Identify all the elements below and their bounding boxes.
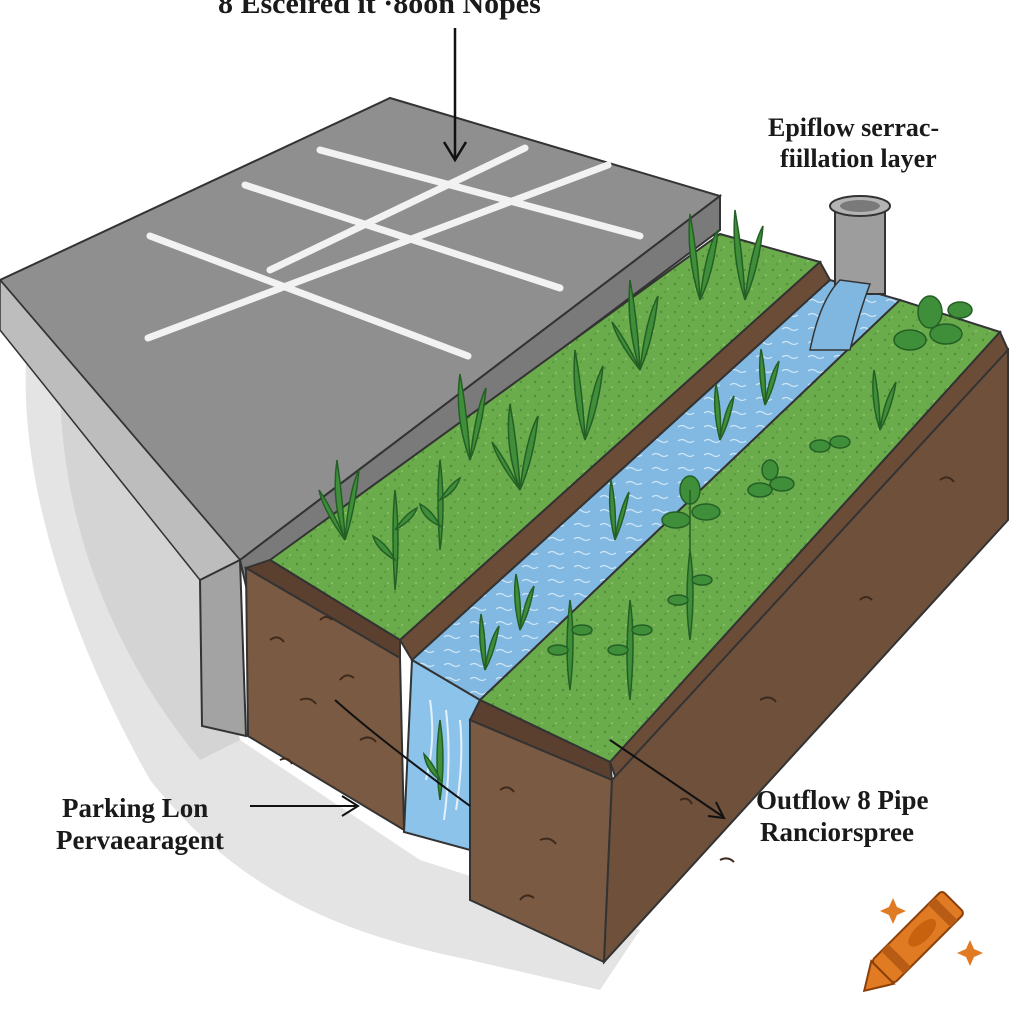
soil-marks-left	[269, 616, 377, 765]
plant	[547, 599, 593, 691]
soil-marks-right	[499, 476, 955, 901]
plant	[608, 479, 630, 541]
plant	[611, 279, 659, 371]
plant	[809, 435, 851, 453]
plant	[419, 459, 462, 551]
plant	[713, 383, 735, 441]
plant	[371, 489, 419, 591]
plant	[733, 209, 764, 301]
right-soil-wall-side	[602, 347, 1009, 965]
parking-lot	[0, 28, 723, 738]
outflow-pipe-label: Outflow 8 Pipe Ranciorspree	[756, 785, 929, 848]
plant	[457, 373, 487, 461]
plant	[607, 599, 653, 701]
plant	[893, 295, 973, 351]
plant	[318, 459, 360, 541]
crayon-icon	[862, 891, 964, 993]
plant	[688, 213, 719, 301]
left-planter	[243, 232, 832, 832]
plant	[422, 719, 444, 801]
plant	[513, 573, 535, 631]
epiflow-label: Epiflow serrac- fiillation layer	[768, 113, 940, 174]
parking-stripes	[144, 144, 644, 360]
plants	[318, 209, 973, 801]
plant	[478, 613, 500, 671]
plant	[667, 549, 713, 641]
parking-lot-label: Parking Lon Pervaearagent	[56, 793, 224, 856]
pipe-outflow-water	[809, 279, 872, 351]
plant	[661, 475, 721, 550]
plant	[747, 459, 795, 498]
sparkle-icon	[880, 898, 983, 966]
plant	[872, 369, 897, 431]
diagram-title: 8 Esceired it ·8oon Nopes	[218, 0, 541, 20]
inflow-pipe	[809, 195, 891, 351]
leader-arrows	[250, 699, 726, 820]
plant	[758, 348, 780, 406]
plant	[573, 349, 604, 441]
plant	[491, 403, 539, 491]
